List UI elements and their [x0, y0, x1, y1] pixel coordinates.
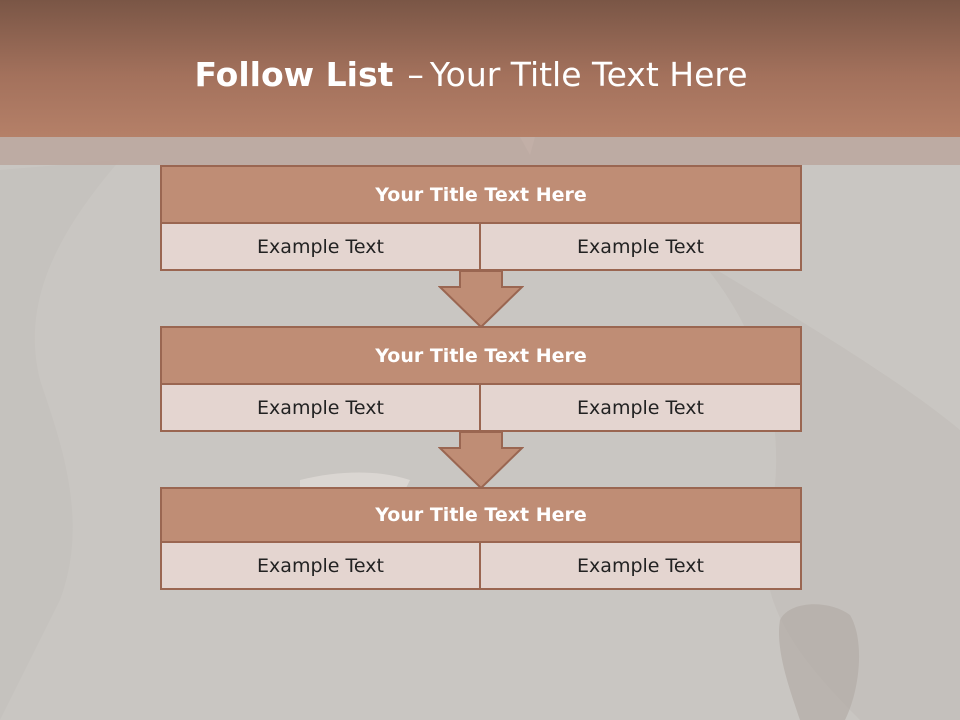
down-arrow-icon	[438, 271, 524, 329]
slide-title-bold: Follow List	[194, 55, 394, 94]
block-row: Example Text Example Text	[160, 383, 802, 432]
slide-title-rest: Your Title Text Here	[429, 55, 748, 94]
block-row: Example Text Example Text	[160, 541, 802, 590]
header-strip	[0, 137, 960, 165]
list-block-2: Your Title Text Here Example Text Exampl…	[160, 326, 802, 432]
block-title: Your Title Text Here	[160, 487, 802, 543]
block-cell-left: Example Text	[160, 541, 481, 590]
header-band	[0, 0, 960, 137]
block-cell-left: Example Text	[160, 383, 481, 432]
block-row: Example Text Example Text	[160, 222, 802, 271]
down-arrow-icon	[438, 432, 524, 490]
list-block-1: Your Title Text Here Example Text Exampl…	[160, 165, 802, 271]
list-block-3: Your Title Text Here Example Text Exampl…	[160, 487, 802, 590]
block-cell-left: Example Text	[160, 222, 481, 271]
slide-title: Follow List–Your Title Text Here	[0, 52, 942, 98]
block-cell-right: Example Text	[479, 383, 802, 432]
block-cell-right: Example Text	[479, 222, 802, 271]
block-cell-right: Example Text	[479, 541, 802, 590]
slide-title-separator: –	[407, 55, 424, 94]
block-title: Your Title Text Here	[160, 165, 802, 224]
block-title: Your Title Text Here	[160, 326, 802, 385]
